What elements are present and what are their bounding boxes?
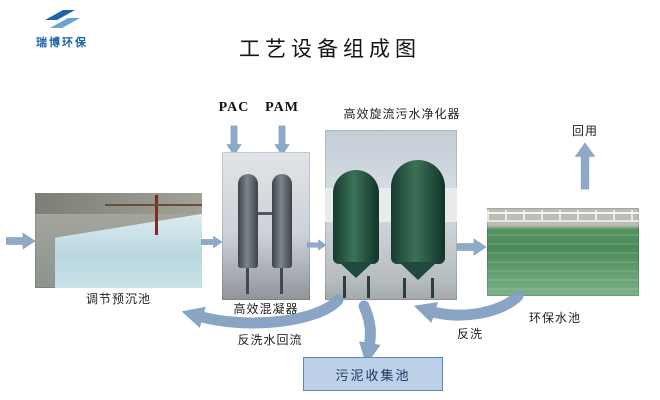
purifier-cone-right — [399, 262, 437, 280]
purifier-tank-left — [333, 170, 379, 264]
return-flow-arrows — [181, 290, 524, 363]
railing-bar — [487, 212, 639, 215]
railing-bar — [487, 220, 639, 223]
tank-leg — [367, 276, 370, 298]
pac-down-arrow-icon — [226, 125, 242, 156]
flow-arrow-pool-to-coagulator-icon — [201, 235, 223, 249]
coagulator-label: 高效混凝器 — [233, 302, 299, 316]
inlet-arrow-icon — [6, 232, 36, 250]
coagulator-tank-right — [272, 174, 292, 268]
photo-pre-sedimentation-pool — [35, 193, 202, 288]
pool-water — [55, 213, 202, 288]
reuse-up-arrow-icon — [574, 142, 596, 190]
purifier-cone-left — [339, 262, 373, 278]
coagulator-tank-left — [238, 174, 258, 268]
page-title: 工艺设备组成图 — [239, 37, 421, 61]
flow-arrow-purifier-to-ecopool-icon — [457, 238, 487, 256]
tank-leg — [403, 278, 406, 298]
pam-down-arrow-icon — [274, 125, 290, 156]
photo-coagulator — [222, 152, 310, 300]
sludge-arrow — [358, 300, 381, 363]
tank-leg — [343, 276, 346, 298]
tank-leg — [280, 268, 283, 294]
backwash-label: 反洗 — [456, 327, 483, 341]
backwash-arrow — [413, 290, 524, 324]
flow-arrow-coagulator-to-purifier-icon — [307, 239, 327, 251]
pre-sedimentation-pool-label: 调节预沉池 — [85, 292, 151, 306]
pool-rail — [105, 204, 202, 207]
reuse-label: 回用 — [571, 124, 598, 138]
photo-purifier — [325, 130, 457, 300]
tank-leg — [246, 268, 249, 294]
sludge-pool-label: 污泥收集池 — [335, 367, 411, 383]
brand-logo: 瑞博环保 — [28, 6, 96, 58]
brand-name: 瑞博环保 — [36, 37, 88, 49]
backwash-return-arrow — [181, 294, 344, 329]
sludge-pool-box: 污泥收集池 — [303, 357, 443, 391]
purifier-tank-right — [391, 160, 445, 264]
logo-mark-icon — [45, 10, 80, 28]
pool-pole — [155, 194, 159, 235]
tank-pipe — [258, 212, 272, 215]
pac-label: PAC — [218, 100, 250, 115]
backwash-return-label: 反洗水回流 — [237, 333, 303, 347]
pam-label: PAM — [265, 100, 299, 115]
photo-eco-pool — [487, 208, 639, 296]
pool-edge — [35, 193, 202, 214]
water-reflections — [487, 234, 639, 296]
purifier-label: 高效旋流污水净化器 — [343, 107, 461, 121]
tank-leg — [431, 278, 434, 298]
eco-pool-label: 环保水池 — [528, 311, 581, 325]
